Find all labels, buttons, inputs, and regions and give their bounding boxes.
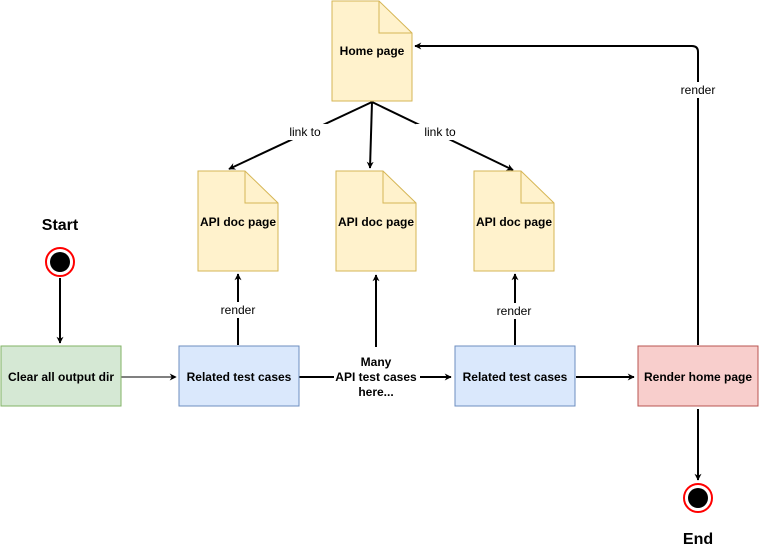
api-doc-page-2-shape <box>335 170 417 272</box>
api-doc-page-2: API doc page <box>335 170 417 272</box>
end-label: End <box>683 531 713 548</box>
api-doc-page-1-shape <box>197 170 279 272</box>
api-doc-page-2-fold <box>382 171 416 204</box>
render-home-page-label: Render home page <box>644 370 752 384</box>
related-test-cases-2-box <box>454 345 576 407</box>
related-test-cases-1-box <box>178 345 300 407</box>
edge-render-home-to-home-page <box>414 42 699 345</box>
api-doc-page-2-label: API doc page <box>338 215 414 229</box>
api-doc-page-1-fold <box>244 171 278 204</box>
edge-label-render-2: render <box>497 304 532 318</box>
edge-label-link-to-left: link to <box>289 125 321 139</box>
api-doc-page-3-label: API doc page <box>476 215 552 229</box>
api-doc-page-3-shape <box>473 170 555 272</box>
edge-label-render-home: render <box>681 83 716 97</box>
edge-label-render-1: render <box>221 303 256 317</box>
many-line-3: here... <box>358 385 393 399</box>
start-dot <box>50 252 70 272</box>
home-page-note: Home page <box>331 0 413 102</box>
start-node: Start <box>42 217 79 277</box>
related-test-cases-1: Related test cases <box>178 345 300 407</box>
edge-labels: link to link to render render render <box>216 82 720 319</box>
edge-home-to-api-doc-2 <box>366 101 374 169</box>
edge-label-link-to-right: link to <box>424 125 456 139</box>
clear-output-label: Clear all output dir <box>8 370 114 384</box>
related-test-cases-1-label: Related test cases <box>187 370 292 384</box>
render-home-page-box <box>637 345 759 407</box>
related-test-cases-2: Related test cases <box>454 345 576 407</box>
end-node: End <box>683 483 713 548</box>
api-doc-page-1-label: API doc page <box>200 215 276 229</box>
end-dot <box>688 488 708 508</box>
api-doc-page-3-fold <box>520 171 554 204</box>
start-label: Start <box>42 217 79 234</box>
home-page-label: Home page <box>340 44 405 58</box>
many-line-1: Many <box>361 355 392 369</box>
related-test-cases-2-label: Related test cases <box>463 370 568 384</box>
home-page-shape <box>331 0 413 102</box>
many-line-2: API test cases <box>335 370 417 384</box>
api-doc-page-3: API doc page <box>473 170 555 272</box>
clear-output-step: Clear all output dir <box>0 345 122 407</box>
render-home-page-step: Render home page <box>637 345 759 407</box>
many-test-cases-text: Many API test cases here... <box>334 354 420 400</box>
clear-output-box <box>0 345 122 407</box>
home-page-fold <box>378 1 412 34</box>
api-doc-page-1: API doc page <box>197 170 279 272</box>
